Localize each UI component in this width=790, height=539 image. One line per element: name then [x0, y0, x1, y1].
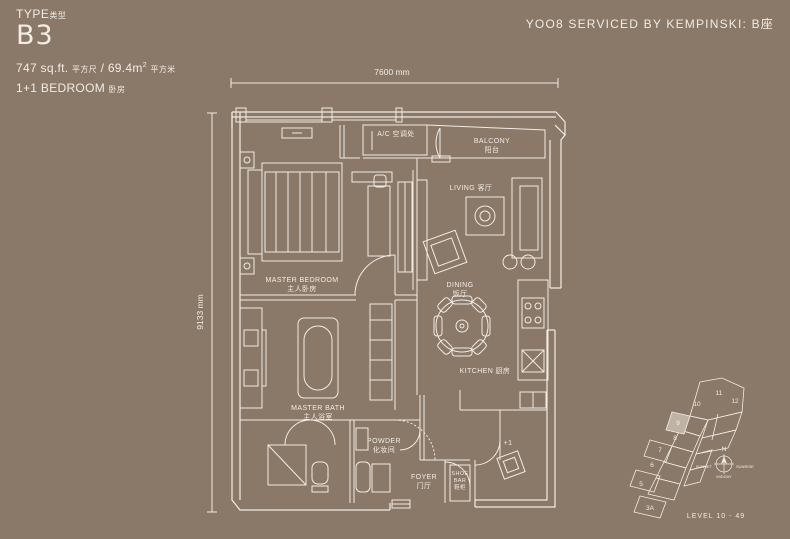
coffee-table: [465, 196, 505, 236]
bath-shower-bench: [369, 303, 393, 401]
key-plan-unit-9: 9: [676, 420, 680, 427]
shoe-bar-label-cn: 鞋柜: [454, 483, 466, 491]
living-sofa: [502, 177, 543, 270]
foyer-label-cn: 门厅: [417, 481, 432, 490]
shoe-bar-label: SHOE: [451, 471, 468, 477]
kitchen-counter: [517, 279, 549, 409]
armchair: [422, 229, 468, 275]
dining-label-cn: 饭厅: [453, 289, 468, 298]
north-compass: N SUNSET SUNRISE MIDDAY: [696, 446, 754, 479]
bath-vanity: [239, 307, 267, 409]
master-bath-label: MASTER BATH: [291, 405, 345, 412]
living-label: LIVING 客厅: [450, 183, 493, 192]
dining-table: [433, 295, 491, 357]
master-bed: [239, 151, 343, 275]
key-plan-unit-11: 11: [716, 390, 723, 397]
master-bath-label-cn: 主人浴室: [303, 412, 333, 421]
master-bedroom-label-cn: 主人卧房: [287, 284, 317, 293]
bedroom-tv-bench: [281, 127, 413, 273]
compass-midday: MIDDAY: [716, 474, 732, 479]
top-windows: [235, 107, 403, 123]
height-dimension-label: 9133 mm: [195, 294, 205, 329]
ac-label: A/C 空调处: [377, 129, 414, 138]
powder-label-cn: 化妆间: [373, 445, 395, 454]
key-plan: 11 12 10 9 8 7 6 5 3A N SUNSET SUNRISE M…: [629, 377, 754, 520]
master-bedroom-label: MASTER BEDROOM: [266, 277, 339, 284]
key-plan-unit-highlight: [665, 411, 691, 435]
foyer-label: FOYER: [411, 474, 437, 481]
width-dimension-line: [230, 78, 559, 88]
entry-door: [391, 499, 411, 509]
bathtub: [297, 317, 339, 399]
key-plan-unit-6: 6: [650, 462, 654, 469]
bedroom-count: 1+1 BEDROOM 卧房: [16, 81, 126, 95]
foyer-shoe-bar: [449, 464, 471, 502]
type-label: TYPE类型: [16, 7, 67, 21]
key-plan-unit-10: 10: [693, 401, 701, 408]
key-plan-unit-5: 5: [639, 481, 643, 488]
key-plan-unit-3a: 3A: [646, 505, 655, 512]
compass-sunset: SUNSET: [696, 464, 713, 469]
key-plan-unit-12: 12: [731, 398, 739, 405]
dining-label: DINING: [447, 282, 474, 289]
kitchen-label: KITCHEN 厨房: [460, 366, 511, 375]
balcony-outline: [426, 124, 546, 163]
compass-sunrise: SUNRISE: [736, 464, 754, 469]
key-plan-unit-8: 8: [673, 435, 677, 442]
bath-wc-shower: [267, 444, 329, 493]
plus-one-label: +1: [504, 440, 513, 447]
bedroom-chair: [373, 174, 387, 188]
powder-label: POWDER: [367, 438, 401, 445]
powder-fixtures: [355, 427, 391, 493]
width-dimension-label: 7600 mm: [374, 67, 409, 77]
ac-room-outline: [362, 124, 440, 159]
shoe-bar-label-2: BAR: [454, 478, 467, 484]
plus-one-chair: [496, 450, 526, 480]
balcony-label: BALCONY: [474, 138, 510, 145]
key-plan-level: LEVEL 10 - 49: [687, 513, 745, 520]
svg-text:N: N: [722, 446, 727, 453]
unit-area: 747 sq.ft. 平方尺 / 69.4m2 平方米: [16, 61, 176, 75]
balcony-label-cn: 阳台: [485, 145, 500, 154]
exterior-walls: [231, 111, 566, 511]
project-title: YOO8 SERVICED BY KEMPINSKI: B座: [525, 17, 774, 31]
unit-type-code: B3: [16, 20, 54, 51]
height-dimension-line: [207, 112, 217, 513]
living-shelf: [416, 179, 428, 281]
key-plan-unit-7: 7: [658, 447, 662, 454]
